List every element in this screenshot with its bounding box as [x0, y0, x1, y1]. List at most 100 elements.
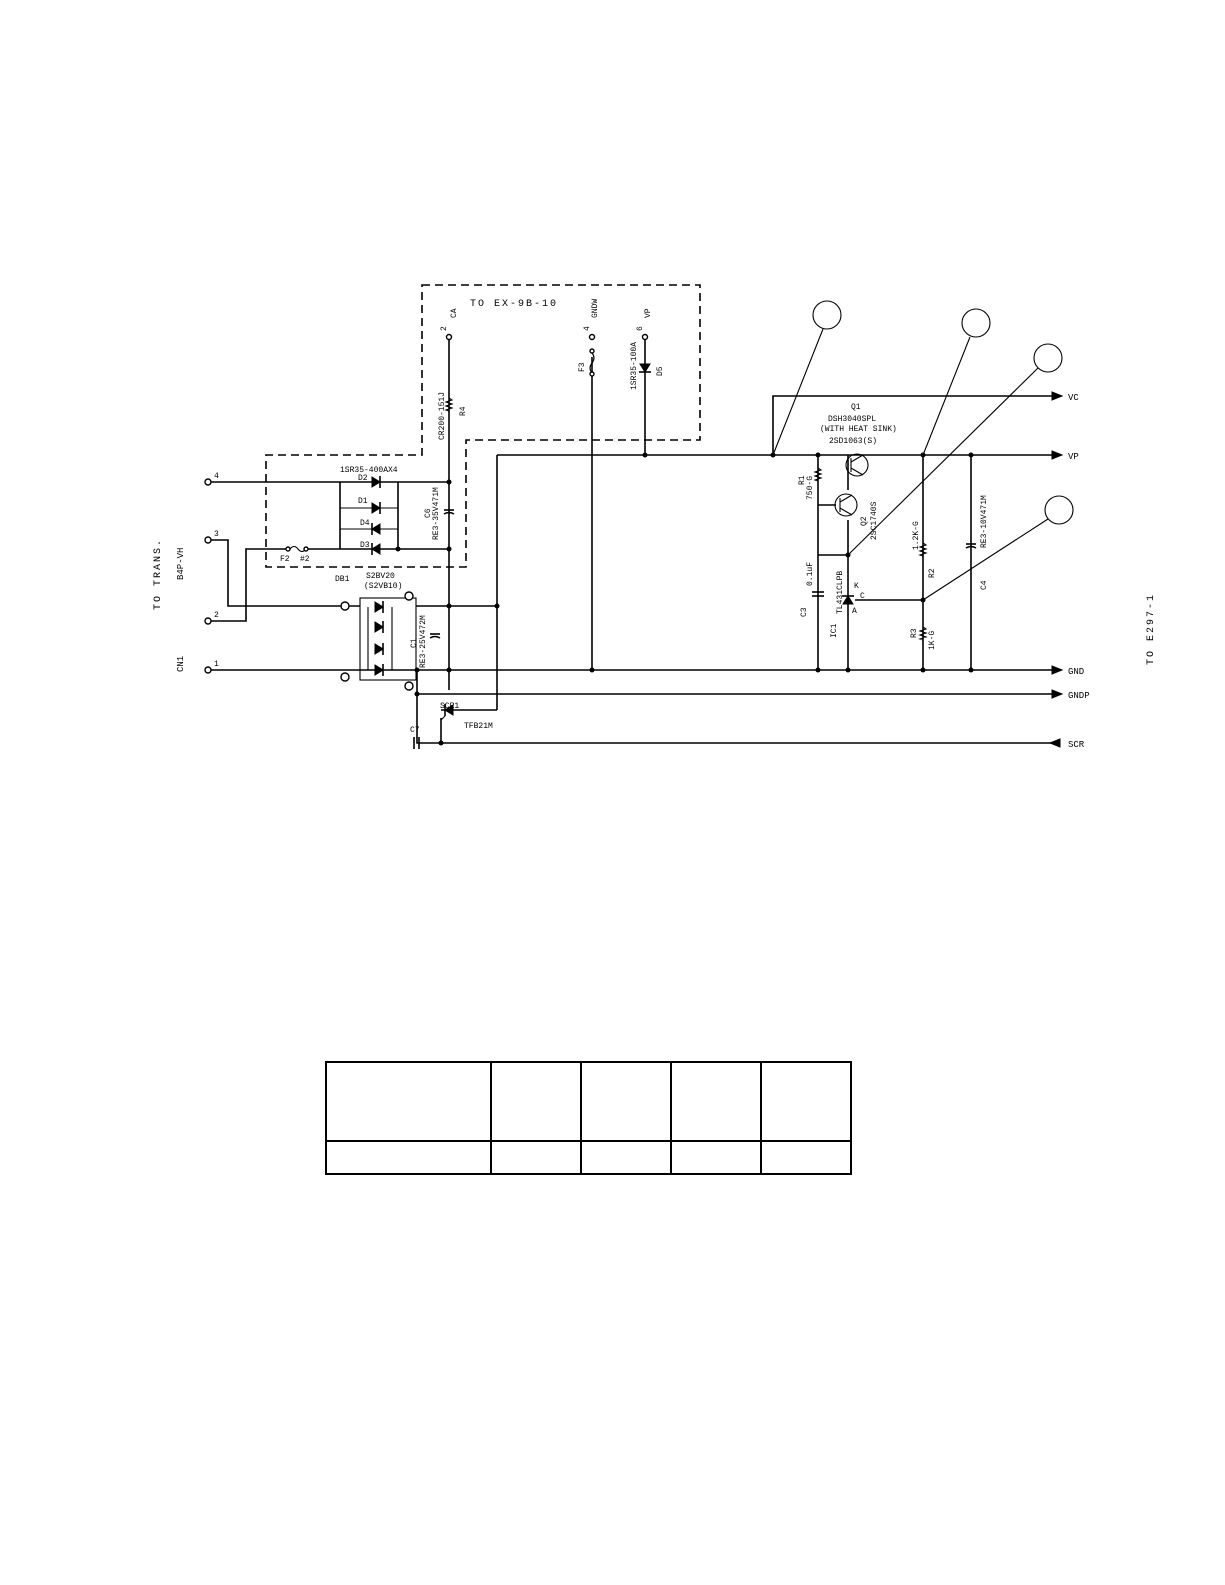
- fuse-f3: [589, 348, 595, 377]
- c3-value: 0.1uF: [806, 562, 815, 586]
- trans-label: TO TRANS.: [153, 538, 164, 610]
- d1-label: D1: [358, 497, 368, 506]
- table-cell: [580, 1061, 672, 1142]
- capacitor-c4: [965, 543, 977, 549]
- c4-value: RE3-10V471M: [980, 495, 989, 548]
- bridge-diodes: [340, 591, 414, 691]
- r4-value: CR200-151J: [438, 392, 447, 440]
- q1-label: Q1: [851, 403, 861, 412]
- q2-value: 2SC1740S: [870, 501, 879, 540]
- r2-value: 1.2K-G: [912, 521, 921, 550]
- c1-label: C1: [410, 638, 419, 648]
- q2-label: Q2: [860, 516, 869, 526]
- table-cell: [490, 1061, 582, 1142]
- table-cell: [490, 1140, 582, 1175]
- c6-label: C6: [424, 508, 433, 518]
- wires: [211, 340, 1052, 744]
- ca-pin-label: CA: [450, 308, 459, 318]
- d2-label: D2: [358, 474, 368, 483]
- f3-label: F3: [578, 362, 587, 372]
- ic1-value: TL431CLPB: [836, 571, 845, 614]
- d4-label: D4: [360, 519, 370, 528]
- capacitor-c6: [443, 509, 455, 515]
- table-cell: [580, 1140, 672, 1175]
- scr1-label: SCR1: [440, 702, 459, 711]
- table-cell: [670, 1140, 762, 1175]
- capacitor-c7: [413, 737, 420, 749]
- vp-ext-pin: [641, 333, 649, 341]
- harness-label: B4P-VH: [176, 548, 186, 580]
- ic1-pin-k: K: [854, 582, 859, 591]
- table-cell: [670, 1061, 762, 1142]
- gndw-pin: [588, 333, 596, 341]
- table-cell: [325, 1061, 492, 1142]
- db1-label: DB1: [335, 575, 350, 584]
- ca-pin: [445, 333, 453, 341]
- diode-d3: [371, 543, 381, 555]
- table-cell: [325, 1140, 492, 1175]
- q1-value: DSH3040SPL: [828, 415, 876, 424]
- pin-3: 3: [214, 530, 219, 539]
- r1-value: 750-G: [806, 476, 815, 500]
- diode-d2: [371, 476, 381, 488]
- shunt-regulator-ic1: [842, 595, 854, 605]
- c4-label: C4: [980, 580, 989, 590]
- capacitor-c3: [812, 591, 824, 597]
- d5-value: 1SR35-100A: [630, 342, 639, 390]
- ic1-pin-c: C: [860, 592, 865, 601]
- scr1-value: TFB21M: [464, 722, 493, 731]
- blank-table: [325, 1061, 852, 1175]
- out-scr: SCR: [1068, 740, 1085, 750]
- table-cell: [760, 1140, 852, 1175]
- ic1-label: IC1: [830, 623, 839, 638]
- d3-label: D3: [360, 541, 370, 550]
- transistor-q1: [845, 453, 869, 477]
- ca-pin-num: 2: [440, 326, 449, 331]
- f2-value: #2: [300, 555, 310, 564]
- r2-label: R2: [928, 568, 937, 578]
- out-vc: VC: [1068, 393, 1079, 403]
- connector-pins: [204, 478, 212, 674]
- pin-2: 2: [214, 611, 219, 620]
- e297-label: TO E297-1: [1146, 593, 1157, 665]
- gndw-pin-num: 4: [583, 326, 592, 331]
- pin-4: 4: [214, 472, 219, 481]
- gndw-pin-label: GNDW: [591, 299, 600, 318]
- out-gndp: GNDP: [1068, 691, 1090, 701]
- q1-alt: 2SD1063(S): [829, 437, 877, 446]
- r3-value: 1K-G: [928, 631, 937, 650]
- out-gnd: GND: [1068, 667, 1084, 677]
- db1-value: S2BV20: [366, 572, 395, 581]
- d5-label: D5: [656, 366, 665, 376]
- junctions: [395, 452, 974, 746]
- r3-label: R3: [910, 628, 919, 638]
- vp-ext-num: 6: [636, 326, 645, 331]
- output-arrows: [1048, 391, 1064, 748]
- c6-value: RE3-35V471M: [432, 487, 441, 540]
- c3-label: C3: [800, 607, 809, 617]
- out-vp: VP: [1068, 452, 1079, 462]
- d-group-value: 1SR35-400AX4: [340, 466, 398, 475]
- ic1-pin-a: A: [852, 607, 857, 616]
- transistor-q2: [834, 493, 858, 517]
- ex-board-label: TO EX-9B-10: [470, 299, 558, 310]
- db1-alt: (S2VB10): [364, 582, 402, 591]
- diode-d4: [340, 523, 398, 535]
- capacitor-c1: [429, 633, 441, 639]
- diode-d5: [639, 363, 651, 373]
- connector-label: CN1: [176, 656, 186, 672]
- thyristor-scr1: [440, 704, 454, 721]
- pin-1: 1: [214, 660, 219, 669]
- vp-ext-label: VP: [644, 308, 653, 318]
- c1-value: RE3-25V472M: [419, 615, 428, 668]
- r1-label: R1: [798, 475, 807, 485]
- fuse-f2: [285, 545, 309, 553]
- r4-label: R4: [459, 406, 468, 416]
- table-row: [325, 1140, 852, 1175]
- test-point-callouts: [772, 300, 1074, 601]
- q1-note: (WITH HEAT SINK): [820, 425, 897, 434]
- ex-9b-10-boundary: [265, 284, 701, 568]
- table-cell: [760, 1061, 852, 1142]
- table-header-row: [325, 1061, 852, 1142]
- diode-d1: [340, 502, 398, 514]
